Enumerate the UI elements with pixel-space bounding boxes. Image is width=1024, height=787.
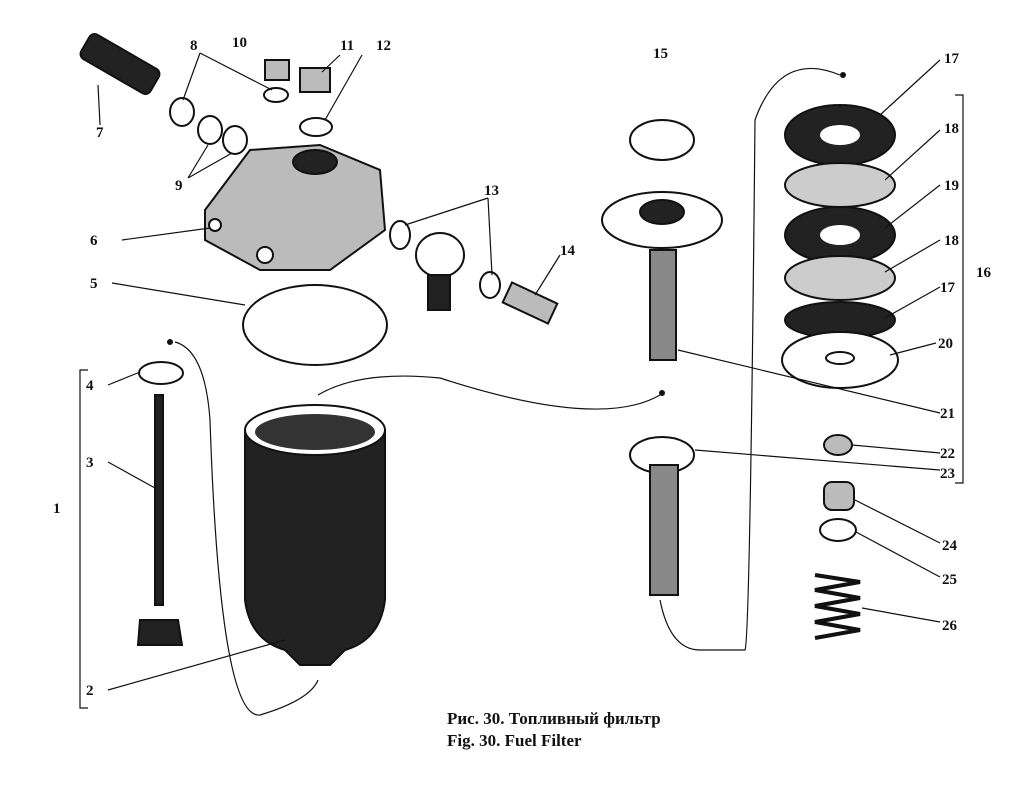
part-7-union-fitting [79,33,161,95]
part-24-nut [823,481,855,511]
label-5: 5 [90,276,98,292]
part-9-seals [197,115,248,155]
caption-russian: Рис. 30. Топливный фильтр [447,709,661,728]
caption-english: Fig. 30. Fuel Filter [447,731,582,750]
part-10-plug [264,59,290,81]
label-17b: 17 [940,280,956,296]
label-25: 25 [942,572,957,588]
part-26-spring [814,573,861,640]
part-14-bolt [501,281,559,325]
label-21: 21 [940,406,955,422]
label-22: 22 [940,446,955,462]
part-11-plug [299,67,331,93]
label-7: 7 [96,125,104,141]
part-25-washer [819,518,857,542]
label-23: 23 [940,466,955,482]
label-8: 8 [190,38,198,54]
part-23-tube [629,436,695,596]
label-17a: 17 [944,51,960,67]
part-8-washers [169,87,289,127]
part-5-gasket [242,284,388,366]
part-12-washer [299,117,333,137]
label-26: 26 [942,618,958,634]
part-3-rod [136,394,184,646]
part-15-ring [629,119,695,161]
label-20: 20 [938,336,953,352]
label-24: 24 [942,538,958,554]
label-18a: 18 [944,121,959,137]
label-6: 6 [90,233,98,249]
part-21-element-with-flange [601,191,723,361]
parts-16-filter-stack [781,104,899,389]
part-22-nut [823,434,853,456]
part-6-filter-head [204,143,387,271]
part-4-ring [138,361,184,385]
label-10: 10 [232,35,247,51]
label-1: 1 [53,501,61,517]
label-3: 3 [86,455,94,471]
label-19: 19 [944,178,959,194]
label-2: 2 [86,683,94,699]
label-13: 13 [484,183,499,199]
label-4: 4 [86,378,94,394]
label-16: 16 [976,265,992,281]
label-12: 12 [376,38,391,54]
label-18b: 18 [944,233,959,249]
label-14: 14 [560,243,576,259]
part-13-banjo-and-seals [389,220,501,311]
label-15: 15 [653,46,668,62]
label-9: 9 [175,178,183,194]
part-2-filter-bowl [244,404,386,666]
label-11: 11 [340,38,354,54]
